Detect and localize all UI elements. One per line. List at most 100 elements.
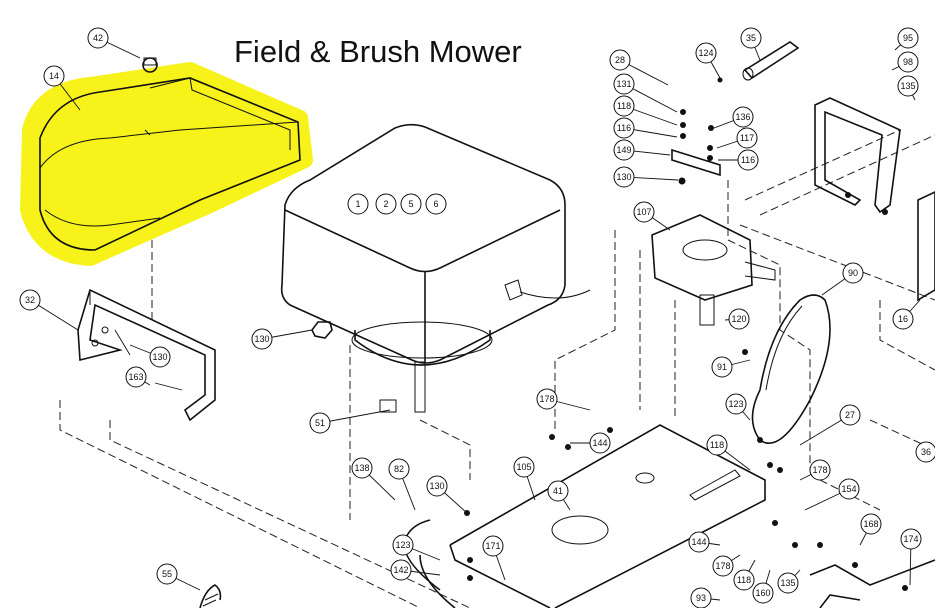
callout-130: 130: [251, 328, 313, 350]
callout-130: 130: [129, 344, 171, 368]
callout-circle: [839, 404, 861, 426]
callout-124: 124: [695, 42, 721, 79]
callout-circle: [482, 535, 504, 557]
callout-circle: [388, 458, 410, 480]
callout-circle: [897, 27, 919, 49]
callout-circle: [513, 456, 535, 478]
callout-circle: [842, 262, 864, 284]
callout-circle: [149, 346, 171, 368]
callout-number: 168: [863, 519, 878, 529]
callout-circle: [690, 587, 712, 608]
callout-number: 28: [615, 55, 625, 65]
callout-number: 135: [900, 81, 915, 91]
callout-circle: [711, 356, 733, 378]
callout-174: 174: [900, 528, 922, 586]
callout-number: 142: [393, 565, 408, 575]
bracket-handle: [814, 97, 901, 214]
callout-number: 144: [691, 537, 706, 547]
callout-number: 178: [539, 394, 554, 404]
callout-number: 174: [903, 534, 918, 544]
callout-circle: [737, 149, 759, 171]
callout-number: 51: [315, 418, 325, 428]
callout-number: 6: [433, 199, 438, 209]
belt-90: [751, 294, 831, 445]
callout-number: 138: [354, 463, 369, 473]
callout-number: 2: [383, 199, 388, 209]
callout-138: 138: [351, 457, 396, 501]
callout-1: 1: [355, 199, 360, 209]
callout-41: 41: [547, 480, 571, 511]
callout-circle: [589, 432, 611, 454]
callout-171: 171: [482, 535, 506, 581]
callout-number: 124: [698, 48, 713, 58]
callout-number: 90: [848, 268, 858, 278]
shield-inner-lip: [149, 77, 291, 150]
callout-118: 118: [706, 434, 751, 471]
callout-number: 163: [128, 372, 143, 382]
callout-circle: [43, 65, 65, 87]
callout-number: 16: [898, 314, 908, 324]
shield-front-face: [44, 209, 161, 227]
callout-2: 2: [383, 199, 388, 209]
callout-116: 116: [718, 149, 759, 171]
callout-118: 118: [613, 95, 678, 126]
callout-117: 117: [716, 127, 758, 149]
callout-circle: [426, 475, 448, 497]
callout-120: 120: [724, 308, 750, 330]
callout-number: 123: [728, 399, 743, 409]
callout-82: 82: [388, 458, 416, 511]
callout-number: 130: [152, 352, 167, 362]
callout-144: 144: [570, 432, 611, 454]
engine-housing: [280, 123, 591, 413]
assembly-guide-lines: [59, 129, 935, 608]
callout-5: 5: [408, 199, 413, 209]
callout-number: 55: [162, 569, 172, 579]
callout-178: 178: [536, 388, 591, 411]
callout-circle: [777, 572, 799, 594]
callout-number: 160: [755, 588, 770, 598]
callout-circle: [838, 478, 860, 500]
callout-circle: [613, 166, 635, 188]
callout-118: 118: [733, 559, 756, 591]
callout-number: 82: [394, 464, 404, 474]
callout-circle: [547, 480, 569, 502]
motor-107: [651, 214, 776, 326]
callout-number: 27: [845, 410, 855, 420]
callout-number: 95: [903, 33, 913, 43]
callout-135: 135: [897, 75, 919, 101]
callout-98: 98: [891, 51, 919, 73]
callout-number: 1: [355, 199, 360, 209]
callout-number: 42: [93, 33, 103, 43]
callout-number: 116: [741, 155, 755, 165]
callout-circle: [897, 75, 919, 97]
callout-circle: [736, 127, 758, 149]
spring-55: [199, 584, 222, 608]
callout-6: 6: [433, 199, 438, 209]
callout-number: 14: [49, 71, 59, 81]
callout-number: 130: [429, 481, 444, 491]
callout-number: 120: [731, 314, 746, 324]
callout-number: 36: [921, 447, 931, 457]
callout-circle: [900, 528, 922, 550]
callout-178: 178: [799, 459, 831, 481]
callout-154: 154: [804, 478, 860, 511]
callout-51: 51: [309, 409, 391, 434]
callout-circle: [725, 393, 747, 415]
callout-number: 154: [841, 484, 856, 494]
callout-circle: [392, 534, 414, 556]
callout-circle: [613, 73, 635, 95]
callout-number: 178: [812, 465, 827, 475]
callout-number: 171: [485, 541, 500, 551]
callout-number: 131: [616, 79, 631, 89]
callout-number: 123: [395, 540, 410, 550]
callout-circle: [706, 434, 728, 456]
callout-number: 5: [408, 199, 413, 209]
callout-number: 107: [636, 207, 651, 217]
engine-callouts: [347, 193, 447, 215]
callout-circle: [712, 555, 734, 577]
callout-144: 144: [688, 531, 721, 553]
callout-number: 32: [25, 295, 35, 305]
callout-number: 93: [696, 593, 706, 603]
callout-160: 160: [752, 569, 774, 604]
